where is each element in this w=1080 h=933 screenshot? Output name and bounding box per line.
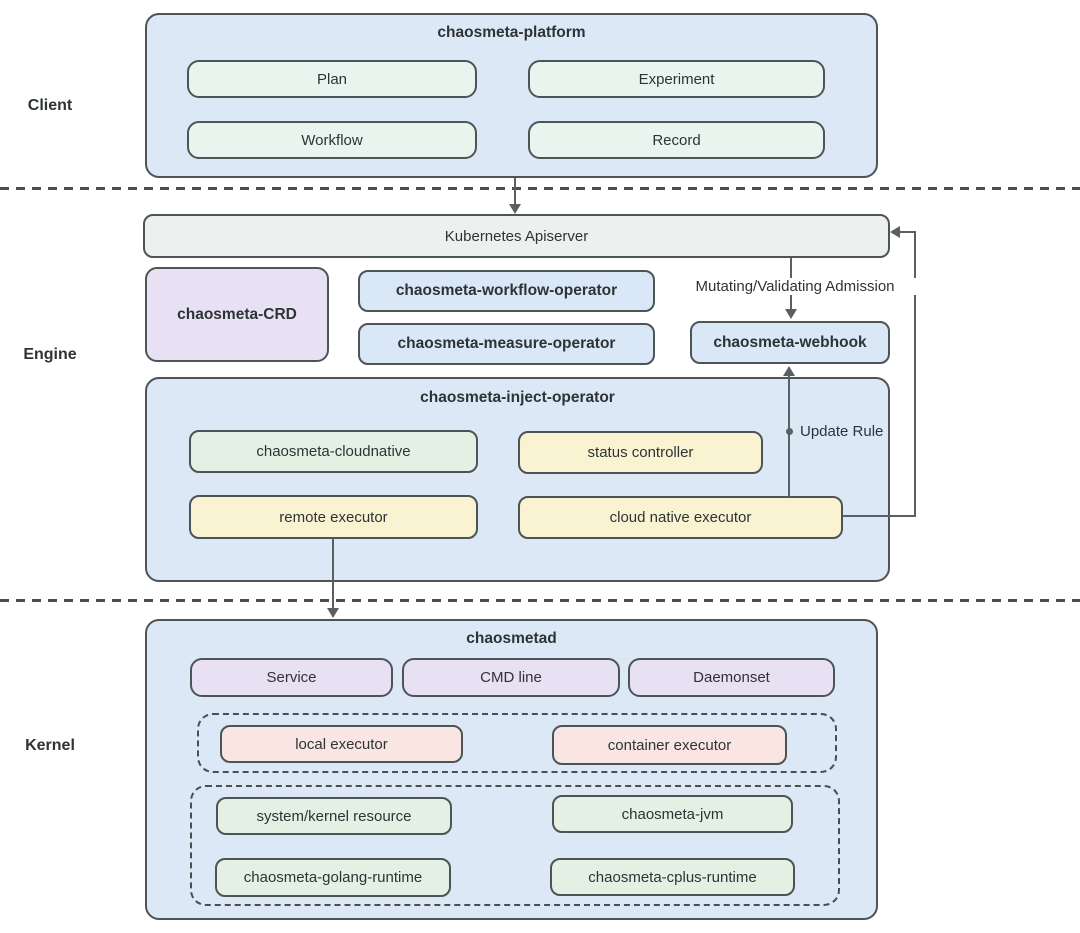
- connector-executor-right: [843, 515, 916, 517]
- node-workflow-operator: chaosmeta-workflow-operator: [358, 270, 655, 312]
- node-kubernetes-apiserver: Kubernetes Apiserver: [143, 214, 890, 258]
- node-plan: Plan: [187, 60, 477, 98]
- node-record: Record: [528, 121, 825, 159]
- node-chaosmeta-jvm: chaosmeta-jvm: [552, 795, 793, 833]
- node-daemonset: Daemonset: [628, 658, 835, 697]
- update-rule-anchor-dot: [786, 428, 793, 435]
- arrowhead-down-webhook: [785, 309, 797, 319]
- node-remote-executor: remote executor: [189, 495, 478, 539]
- inject-operator-container: [145, 377, 890, 582]
- update-rule-label: Update Rule: [800, 423, 884, 440]
- node-service: Service: [190, 658, 393, 697]
- node-cmd-line: CMD line: [402, 658, 620, 697]
- node-system-kernel-resource: system/kernel resource: [216, 797, 452, 835]
- section-label-client: Client: [27, 97, 73, 114]
- node-container-executor: container executor: [552, 725, 787, 765]
- connector-feedback-vertical: [914, 231, 916, 517]
- connector-feedback-top: [899, 231, 916, 233]
- separator-client-engine: [0, 187, 1080, 190]
- node-workflow: Workflow: [187, 121, 477, 159]
- node-cloud-native-executor: cloud native executor: [518, 496, 843, 539]
- connector-executor-to-webhook: [788, 375, 790, 497]
- capability-group: [190, 785, 840, 906]
- node-status-controller: status controller: [518, 431, 763, 474]
- arrowhead-left-apiserver: [890, 226, 900, 238]
- connector-platform-to-apiserver: [514, 178, 516, 205]
- chaosmetad-title: chaosmetad: [466, 630, 557, 647]
- section-label-kernel: Kernel: [25, 737, 75, 754]
- platform-title: chaosmeta-platform: [437, 24, 586, 41]
- node-cloudnative: chaosmeta-cloudnative: [189, 430, 478, 473]
- connector-remote-to-chaosmetad: [332, 539, 334, 609]
- node-golang-runtime: chaosmeta-golang-runtime: [215, 858, 451, 897]
- node-chaosmeta-crd: chaosmeta-CRD: [145, 267, 329, 362]
- arrowhead-up-webhook: [783, 366, 795, 376]
- node-cplus-runtime: chaosmeta-cplus-runtime: [550, 858, 795, 896]
- node-experiment: Experiment: [528, 60, 825, 98]
- executor-group: [197, 713, 837, 773]
- separator-engine-kernel: [0, 599, 1080, 602]
- node-webhook: chaosmeta-webhook: [690, 321, 890, 364]
- arrowhead-down-apiserver: [509, 204, 521, 214]
- inject-operator-title: chaosmeta-inject-operator: [420, 389, 615, 406]
- node-local-executor: local executor: [220, 725, 463, 763]
- section-label-engine: Engine: [23, 346, 77, 363]
- arrowhead-down-chaosmetad: [327, 608, 339, 618]
- admission-label: Mutating/Validating Admission: [666, 278, 924, 295]
- node-measure-operator: chaosmeta-measure-operator: [358, 323, 655, 365]
